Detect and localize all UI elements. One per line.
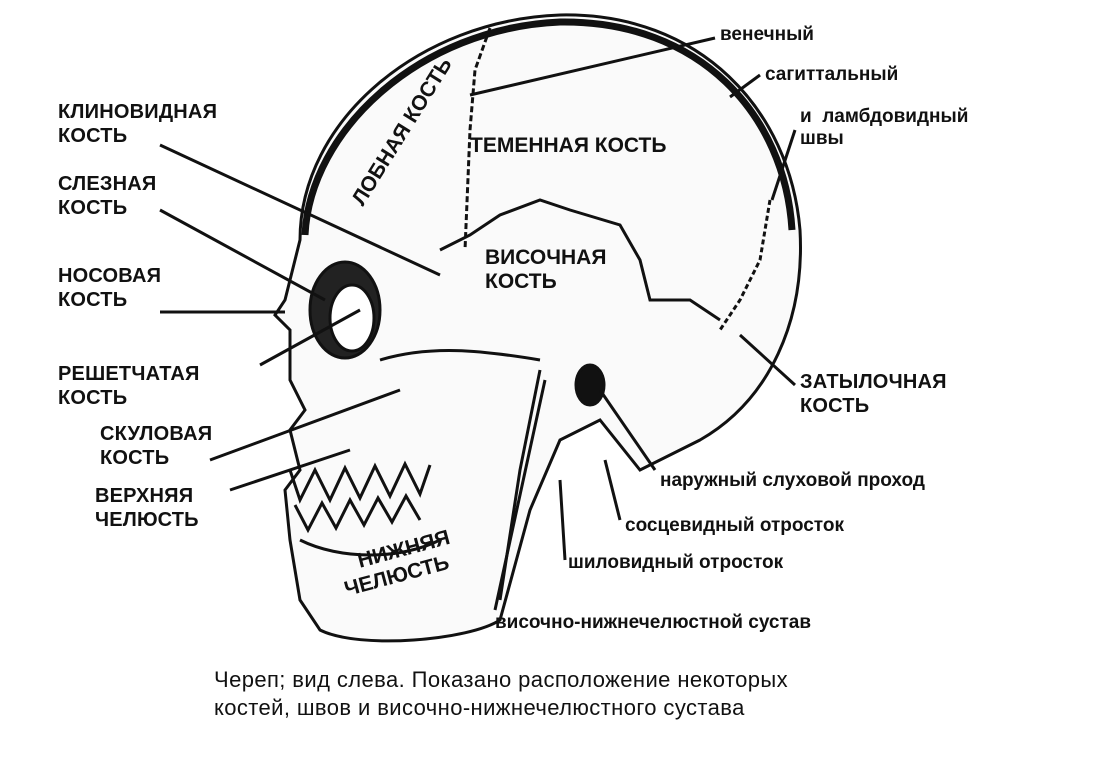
leader-ethmoid [259,308,361,367]
label-line: КОСТЬ [58,197,128,219]
label-line: швы [800,128,844,149]
label-line: СКУЛОВАЯ [100,423,213,445]
label-line: КОСТЬ [100,447,170,469]
leader-styloid [558,479,567,561]
label-mastoid: сосцевидный отросток [625,515,844,536]
ear-canal [574,363,606,407]
label-line: КЛИНОВИДНАЯ [58,101,218,123]
label-line: СЛЕЗНАЯ [58,173,157,195]
leader-sagittal [729,73,761,99]
coronal-suture [463,27,492,251]
label-tmj: височно-нижнечелюстной сустав [495,612,812,633]
leader-coronal [469,36,716,97]
label-line: ВЕРХНЯЯ [95,485,194,507]
label-line: КОСТЬ [58,289,128,311]
leader-sphenoid [159,143,441,277]
label-parietal: ТЕМЕННАЯ КОСТЬ [470,134,667,157]
label-line: РЕШЕТЧАТАЯ [58,363,200,385]
label-line: КОСТЬ [58,125,128,147]
leader-occipital [738,333,797,387]
figure-caption: Череп; вид слева. Показано расположение … [214,666,788,722]
orbit-inner [328,283,376,353]
caption-line: Череп; вид слева. Показано расположение … [214,667,789,692]
leader-lacrimal [159,208,326,302]
caption-line: костей, швов и височно-нижнечелюстного с… [214,695,745,720]
leader-maxilla [229,448,351,492]
leader-lambdoid [770,129,797,201]
leader-zygomatic [209,388,401,462]
skull-outline [273,13,802,643]
label-line: КОСТЬ [800,395,870,417]
label-ear-canal: наружный слуховой проход [660,470,925,491]
upper-teeth [288,460,432,504]
cranium-rim [301,18,796,236]
label-line: ЗАТЫЛОЧНАЯ [800,371,947,393]
lower-teeth [293,492,422,534]
zygomatic-arch [379,349,541,362]
leader-ear-canal [598,389,657,471]
label-line: НОСОВАЯ [58,265,162,287]
leader-tmj [493,379,547,611]
lambdoid-suture [718,199,772,331]
label-line: ВИСОЧНАЯ [485,246,607,269]
leader-mastoid [603,459,622,521]
label-line: КОСТЬ [58,387,128,409]
label-styloid: шиловидный отросток [568,552,784,573]
label-line: и ламбдовидный [800,106,969,127]
label-line: ЧЕЛЮСТЬ [95,509,199,531]
label-line: КОСТЬ [485,270,557,293]
label-coronal: венечный [720,24,814,45]
label-sagittal: сагиттальный [765,64,899,85]
temporal-suture [439,198,721,322]
jaw-line [299,538,441,557]
